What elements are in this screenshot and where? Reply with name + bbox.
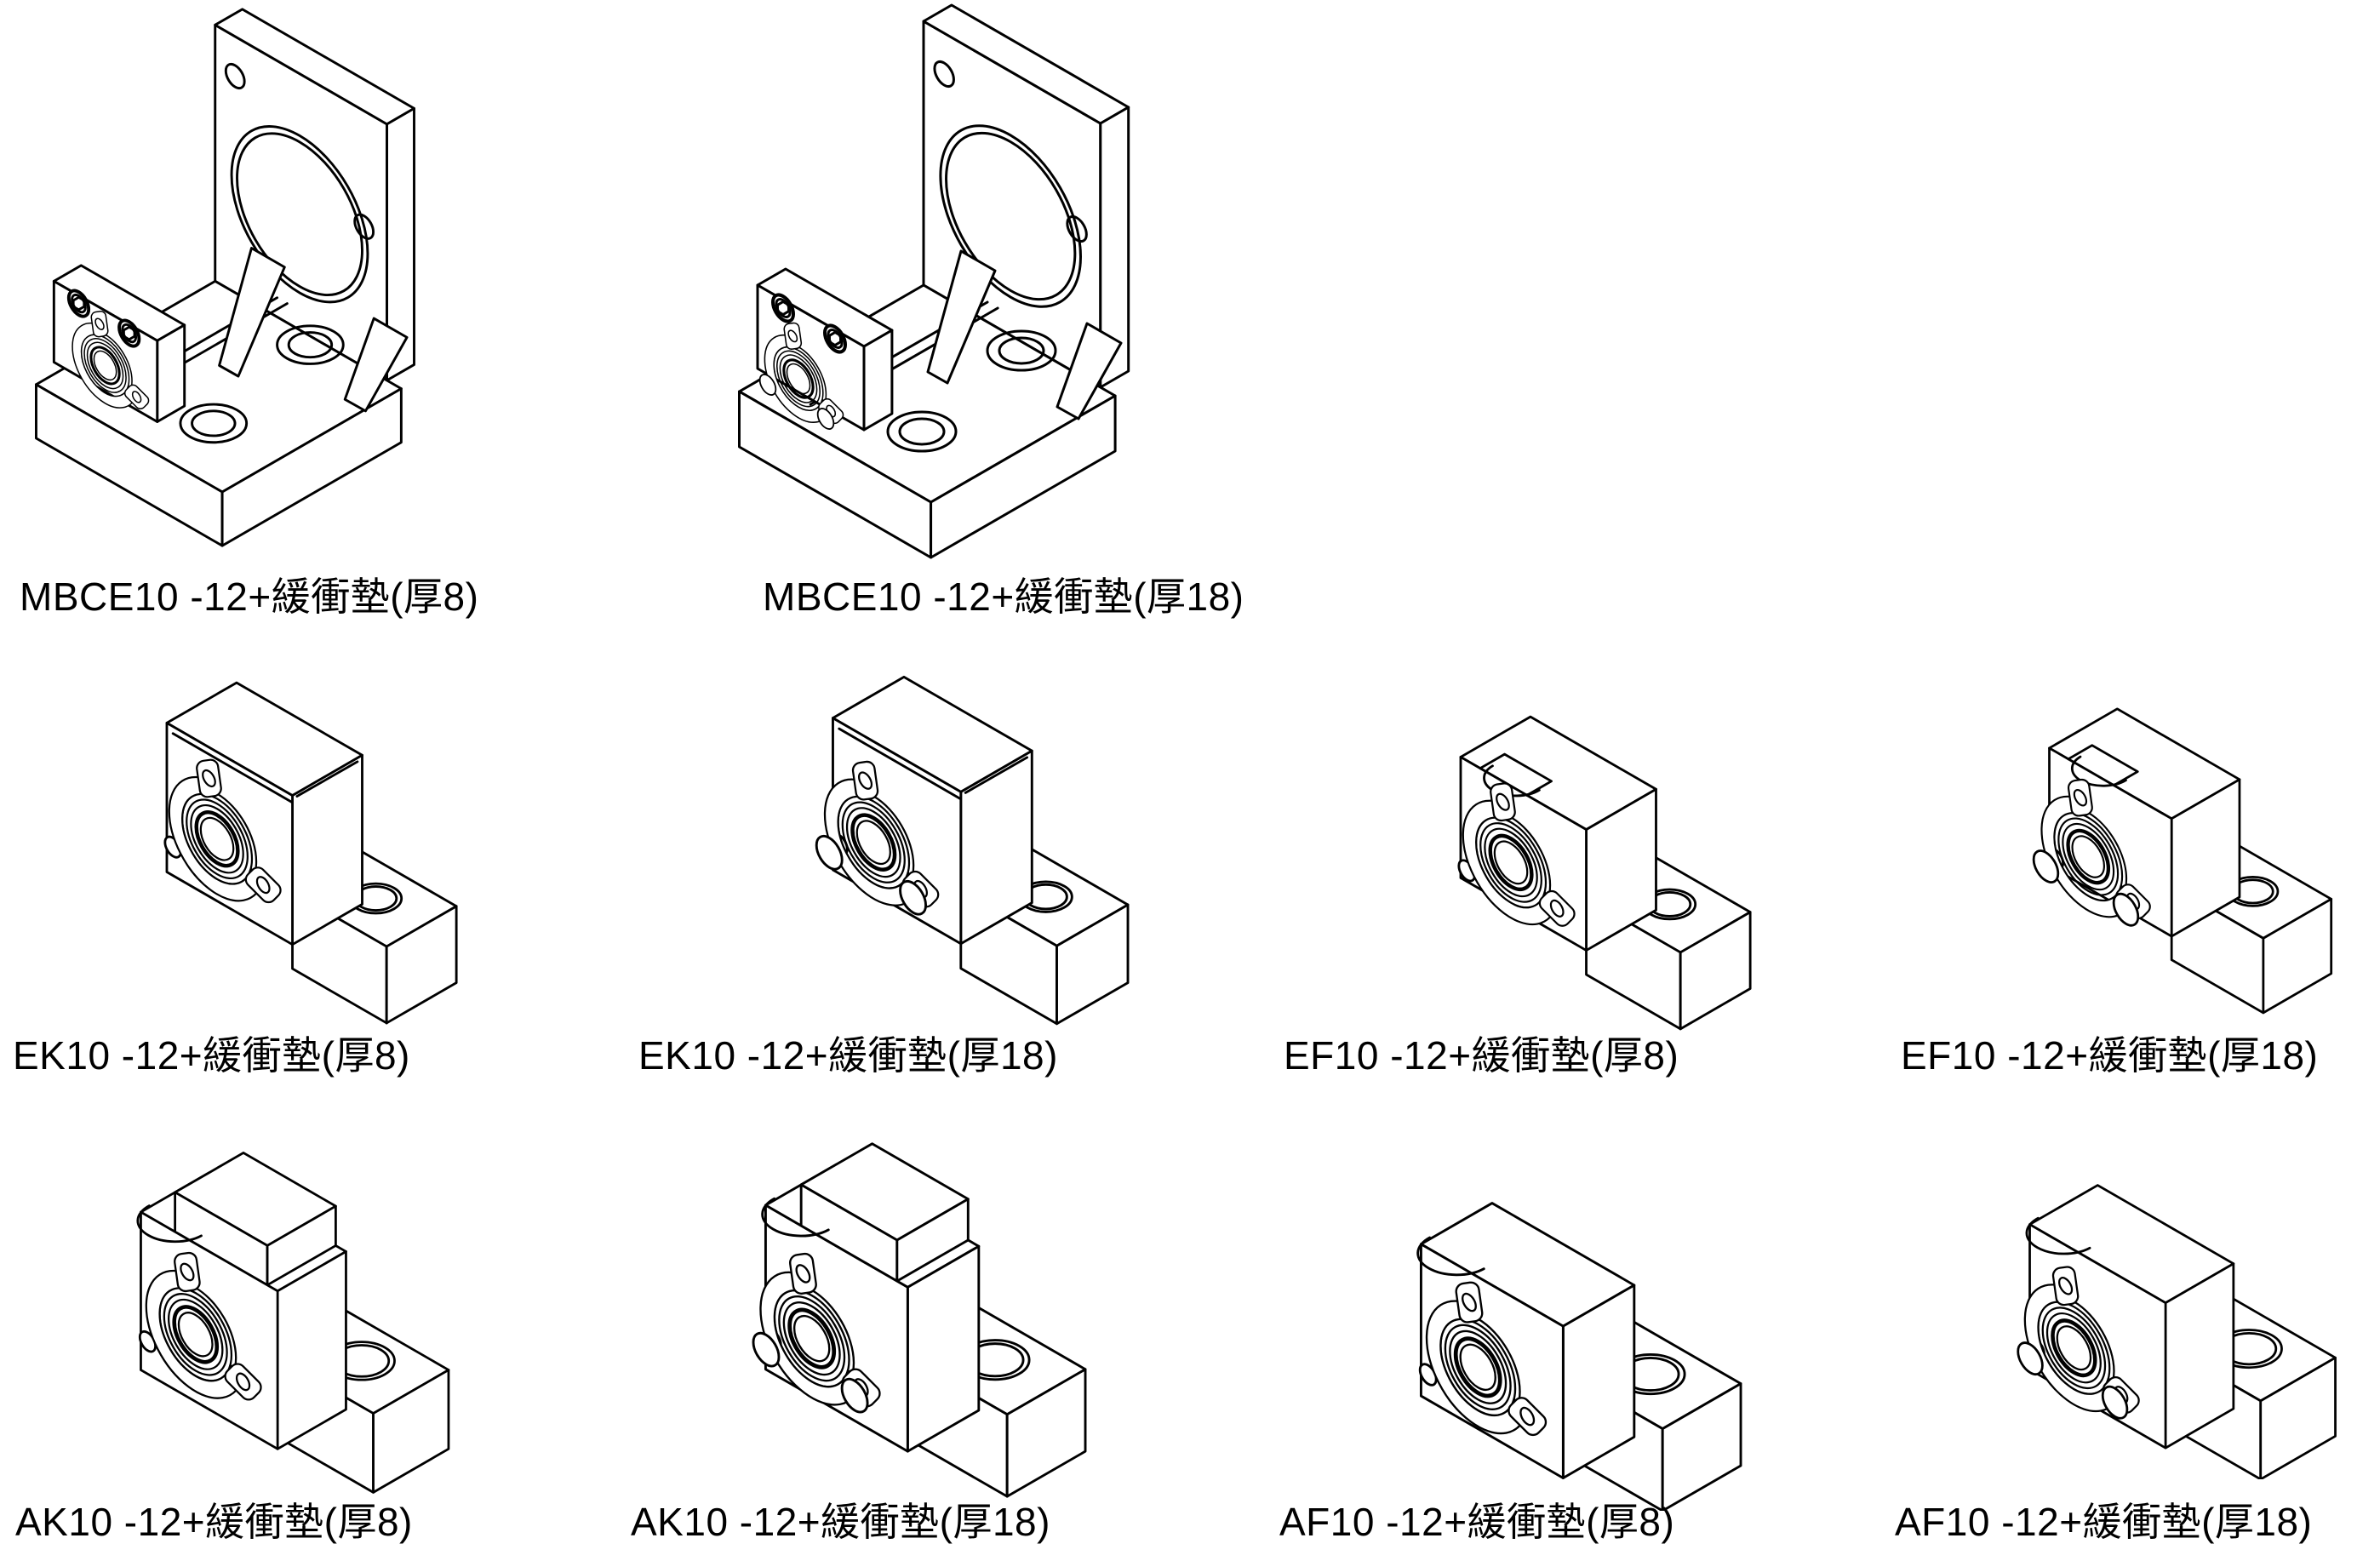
af10-pad8-drawing: [1328, 1202, 1742, 1511]
ek10-pad18-drawing: [719, 675, 1130, 1026]
figure-af10-12-pad8: [1328, 1125, 1788, 1511]
figure-caption: AF10 -12+緩衝墊(厚18): [1895, 1500, 2313, 1544]
figure-caption: AK10 -12+緩衝墊(厚8): [15, 1500, 413, 1544]
ef10-pad8-drawing: [1349, 715, 1752, 1031]
ak10-pad8-drawing: [51, 1152, 450, 1494]
af10-pad18-drawing: [1941, 1184, 2337, 1479]
figure-caption: EF10 -12+緩衝墊(厚8): [1284, 1033, 1679, 1078]
housing-body: [165, 681, 363, 946]
figure-caption: EK10 -12+緩衝墊(厚18): [638, 1033, 1058, 1078]
figure-caption: EK10 -12+緩衝墊(厚8): [13, 1033, 410, 1078]
figure-ak10-12-pad8: [51, 1125, 494, 1496]
ek10-pad8-drawing: [55, 681, 458, 1025]
figure-ef10-12-pad8: [1349, 672, 1800, 1035]
figure-ak10-12-pad18: [672, 1115, 1132, 1501]
ef10-pad18-drawing: [1941, 707, 2333, 1015]
ak10-pad18-drawing: [672, 1142, 1087, 1498]
figure-ek10-12-pad18: [719, 662, 1179, 1032]
mbce10-pad8-drawing: [35, 8, 415, 547]
figure-caption: AF10 -12+緩衝墊(厚8): [1279, 1500, 1675, 1544]
figure-caption: EF10 -12+緩衝墊(厚18): [1901, 1033, 2319, 1078]
figure-caption: MBCE10 -12+緩衝墊(厚18): [763, 575, 1244, 619]
figure-mbce10-12-pad8: [4, 4, 583, 550]
bracket-body: [738, 3, 1130, 559]
figure-ef10-12-pad18: [1941, 666, 2380, 1019]
figure-mbce10-12-pad18: [707, 0, 1302, 562]
housing-body: [1416, 1202, 1636, 1479]
figure-ek10-12-pad8: [55, 668, 506, 1031]
figure-caption: MBCE10 -12+緩衝墊(厚8): [20, 575, 479, 619]
figure-af10-12-pad18: [1941, 1111, 2380, 1479]
bracket-body: [35, 8, 415, 547]
figure-caption: AK10 -12+緩衝墊(厚18): [631, 1500, 1050, 1544]
mbce10-pad18-drawing: [738, 3, 1130, 559]
